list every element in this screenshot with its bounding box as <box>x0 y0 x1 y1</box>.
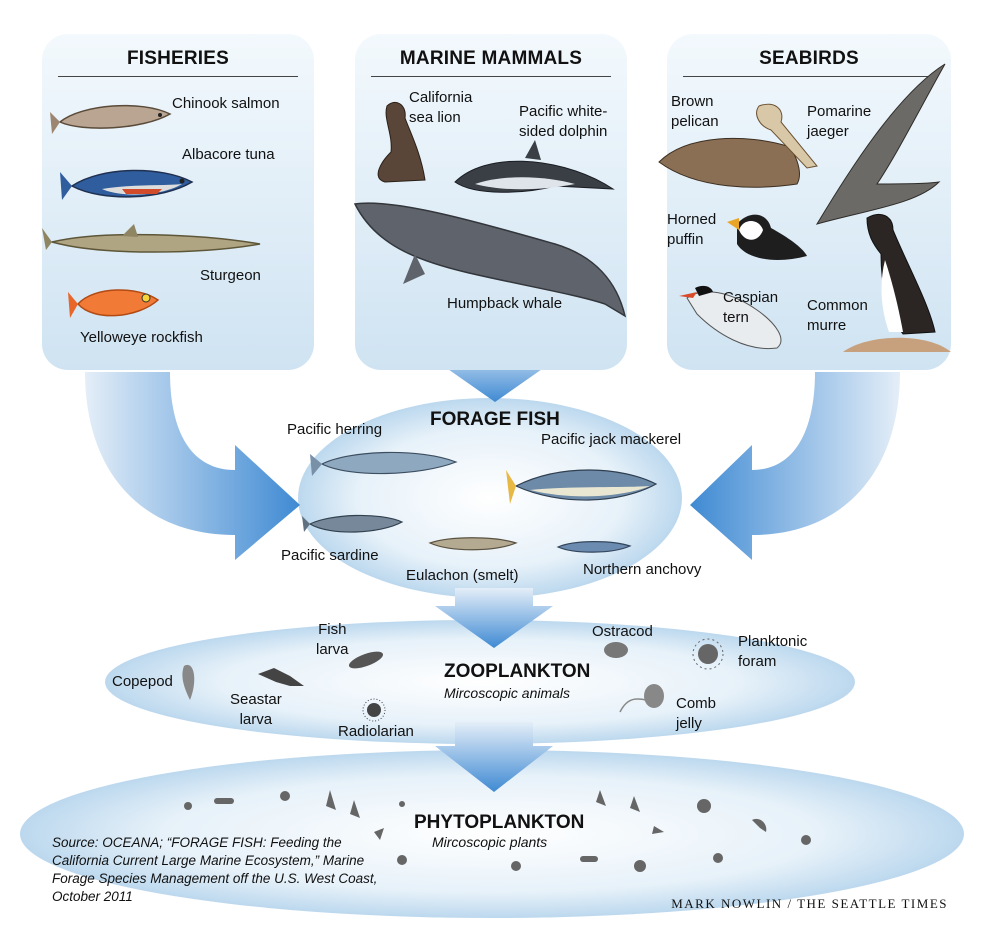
comb-jelly-label: Comb jelly <box>676 695 717 732</box>
humpback-whale-label: Humpback whale <box>447 295 563 312</box>
caspian-tern-label: Caspian tern <box>723 289 779 326</box>
marine-mammals-panel: MARINE MAMMALS California sea lion Pacif… <box>353 34 627 370</box>
zooplankton-ellipse <box>105 620 855 744</box>
forage-to-zooplankton-arrow <box>435 588 553 648</box>
zooplankton-subtitle: Mircoscopic animals <box>444 685 571 701</box>
seastar-larva-label: Seastar larva <box>230 691 282 728</box>
phytoplankton-title: PHYTOPLANKTON <box>414 812 585 833</box>
divider <box>683 76 935 77</box>
fisheries-illustrations <box>42 104 261 318</box>
pacific-sardine-label: Pacific sardine <box>281 547 379 564</box>
common-murre-label: Common murre <box>807 297 868 334</box>
chinook-salmon-icon <box>50 104 172 134</box>
radiolarian-label: Radiolarian <box>338 723 414 740</box>
dolphin-icon <box>454 140 615 193</box>
seabirds-panel: SEABIRDS Brown pelican Pomarine jaeger H… <box>658 34 951 370</box>
marine-mammals-title: MARINE MAMMALS <box>399 48 583 69</box>
divider <box>371 76 611 77</box>
copepod-label: Copepod <box>112 673 173 690</box>
seabirds-arrow <box>690 372 900 560</box>
chinook-salmon-label: Chinook salmon <box>172 95 280 112</box>
source-note: Source: OCEANA; “FORAGE FISH: Feeding th… <box>52 835 378 904</box>
fisheries-arrow <box>85 372 300 560</box>
sturgeon-label: Sturgeon <box>200 267 261 284</box>
seabirds-title: SEABIRDS <box>759 48 859 69</box>
caspian-tern-icon <box>679 285 782 350</box>
seabirds-illustrations <box>658 63 951 352</box>
northern-anchovy-label: Northern anchovy <box>583 561 702 578</box>
ostracod-label: Ostracod <box>592 623 653 640</box>
mammals-illustrations <box>353 102 627 318</box>
zooplankton-to-phytoplankton-arrow <box>435 722 553 792</box>
horned-puffin-icon <box>727 214 807 260</box>
phytoplankton-subtitle: Mircoscopic plants <box>432 834 548 850</box>
sea-lion-label: California sea lion <box>409 89 473 126</box>
fisheries-title: FISHERIES <box>126 48 230 69</box>
jack-mackerel-label: Pacific jack mackerel <box>541 431 682 448</box>
pacific-herring-label: Pacific herring <box>287 421 383 438</box>
sturgeon-icon <box>42 224 261 253</box>
pomarine-jaeger-label: Pomarine jaeger <box>807 103 872 140</box>
sea-lion-icon <box>377 102 426 183</box>
phytoplankton-ellipse <box>20 750 964 918</box>
dolphin-label: Pacific white- sided dolphin <box>519 103 608 140</box>
fisheries-panel: FISHERIES Chinook salmon Albacore tuna S… <box>42 34 314 370</box>
yelloweye-rockfish-icon <box>68 289 160 318</box>
eulachon-label: Eulachon (smelt) <box>406 567 519 584</box>
brown-pelican-icon <box>658 103 818 188</box>
brown-pelican-label: Brown pelican <box>671 93 719 130</box>
divider <box>58 76 298 77</box>
planktonic-foram-label: Planktonic foram <box>738 633 808 670</box>
yelloweye-rockfish-label: Yelloweye rockfish <box>80 329 203 346</box>
horned-puffin-label: Horned puffin <box>667 211 717 248</box>
fish-larva-label: Fish larva <box>316 621 349 658</box>
zooplankton-title: ZOOPLANKTON <box>444 661 591 682</box>
artist-credit: MARK NOWLIN / THE SEATTLE TIMES <box>671 896 948 911</box>
albacore-tuna-icon <box>60 169 194 200</box>
humpback-whale-icon <box>353 202 627 318</box>
pomarine-jaeger-icon <box>815 63 946 225</box>
albacore-tuna-label: Albacore tuna <box>182 146 275 163</box>
common-murre-icon <box>843 214 951 352</box>
forage-fish-title: FORAGE FISH <box>430 409 560 430</box>
